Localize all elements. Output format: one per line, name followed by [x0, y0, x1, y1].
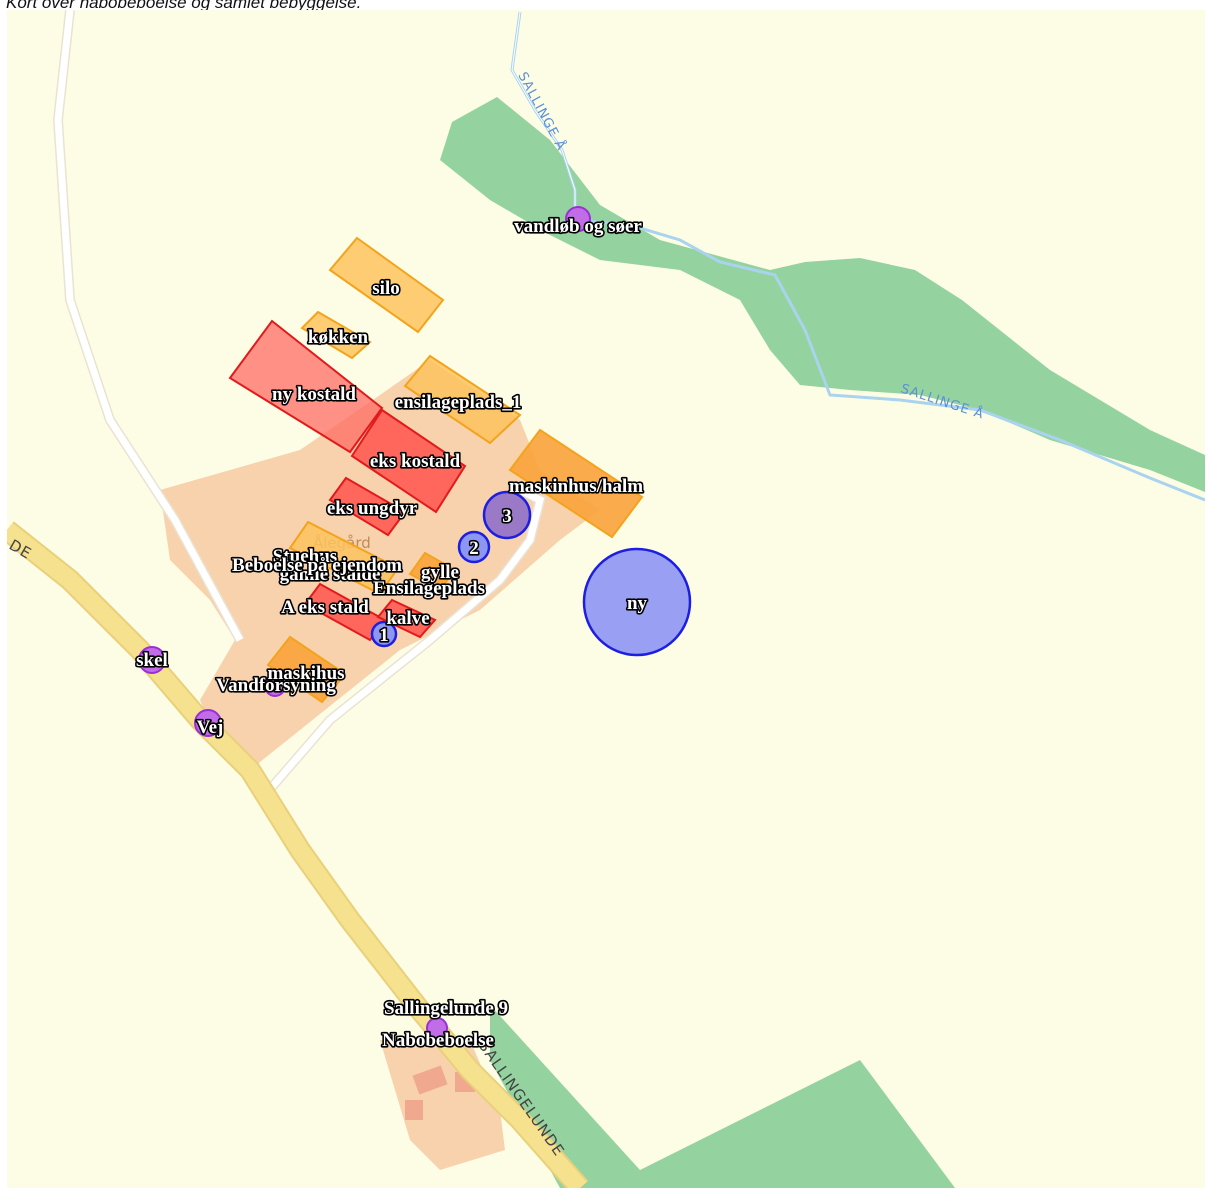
kokken-polygon[interactable] — [300, 310, 372, 360]
label-kalve: kalve — [386, 608, 429, 629]
vej-marker[interactable] — [194, 709, 222, 737]
label-vandlob: vandløb og søer — [514, 216, 642, 237]
map-canvas[interactable]: SALLINGE Å SALLINGE Å SALLINGELUNDE DE Å… — [7, 10, 1205, 1188]
silo-polygon[interactable] — [328, 236, 445, 334]
stream-line-north — [511, 11, 576, 220]
map-caption: Kort over nabobeboelse og samlet bebygge… — [6, 0, 362, 12]
ensilageplads-1-polygon[interactable] — [403, 354, 522, 445]
neighbour-building — [405, 1100, 423, 1120]
label-vej: Vej — [197, 717, 224, 738]
forest-area-south — [490, 1005, 955, 1188]
skel-marker[interactable] — [138, 646, 166, 674]
label-silo: silo — [372, 278, 399, 299]
label-vandforsyning: Vandforsyning — [216, 675, 336, 696]
label-maskinhus-halm: maskinhus/halm — [509, 476, 643, 497]
stuehus-polygon[interactable] — [288, 520, 400, 596]
label-ny-kostald: ny kostald — [272, 384, 356, 405]
label-gamle-stalde: gamle stalde — [280, 564, 381, 585]
a-eks-stald-polygon[interactable] — [303, 582, 387, 642]
vandforsyning-marker[interactable] — [264, 675, 286, 697]
road-white-farm — [262, 486, 545, 798]
label-eks-kostald: eks kostald — [370, 451, 461, 472]
neighbour-building — [412, 1065, 448, 1095]
label-ny: ny — [627, 593, 648, 614]
label-ensilageplads-1: ensilageplads_1 — [395, 392, 522, 413]
label-point-1: 1 — [379, 625, 389, 646]
label-a-eks-stald: A eks stald — [281, 597, 369, 618]
label-kokken: køkken — [308, 327, 369, 348]
label-eks-ungdyr: eks ungdyr — [327, 498, 418, 519]
maskihus-polygon[interactable] — [266, 635, 347, 704]
label-nabo: Nabobeboelse — [382, 1030, 494, 1051]
maskinhus-halm-polygon[interactable] — [508, 428, 644, 539]
nabo-marker[interactable] — [426, 1017, 448, 1039]
ny-circle[interactable] — [582, 547, 692, 657]
label-skel: skel — [136, 650, 168, 671]
label-nabo-address: Sallingelunde 9 — [384, 998, 508, 1019]
vandlob-marker[interactable] — [565, 206, 591, 232]
eks-ungdyr-polygon[interactable] — [328, 476, 407, 537]
label-point-2: 2 — [469, 538, 479, 559]
point-3-circle[interactable] — [482, 490, 532, 540]
point-1-circle[interactable] — [370, 620, 398, 648]
eks-kostald-polygon[interactable] — [350, 408, 467, 514]
point-2-circle[interactable] — [457, 530, 491, 564]
ny-kostald-polygon[interactable] — [228, 319, 384, 454]
road-yellow-main — [7, 522, 587, 1188]
label-ensilageplads: Ensilageplads — [373, 578, 485, 599]
label-beboelse: Beboelse på ejendom — [232, 555, 402, 576]
label-point-3: 3 — [502, 506, 512, 527]
label-stuehus: Stuehus — [273, 546, 337, 567]
gylle-polygon[interactable] — [408, 551, 457, 592]
label-maskihus: maskihus — [267, 663, 344, 684]
kalve-polygon[interactable] — [376, 598, 437, 639]
label-gylle: gylle — [421, 562, 459, 583]
road-white-north — [54, 10, 244, 642]
forest-area-river — [440, 97, 1205, 492]
